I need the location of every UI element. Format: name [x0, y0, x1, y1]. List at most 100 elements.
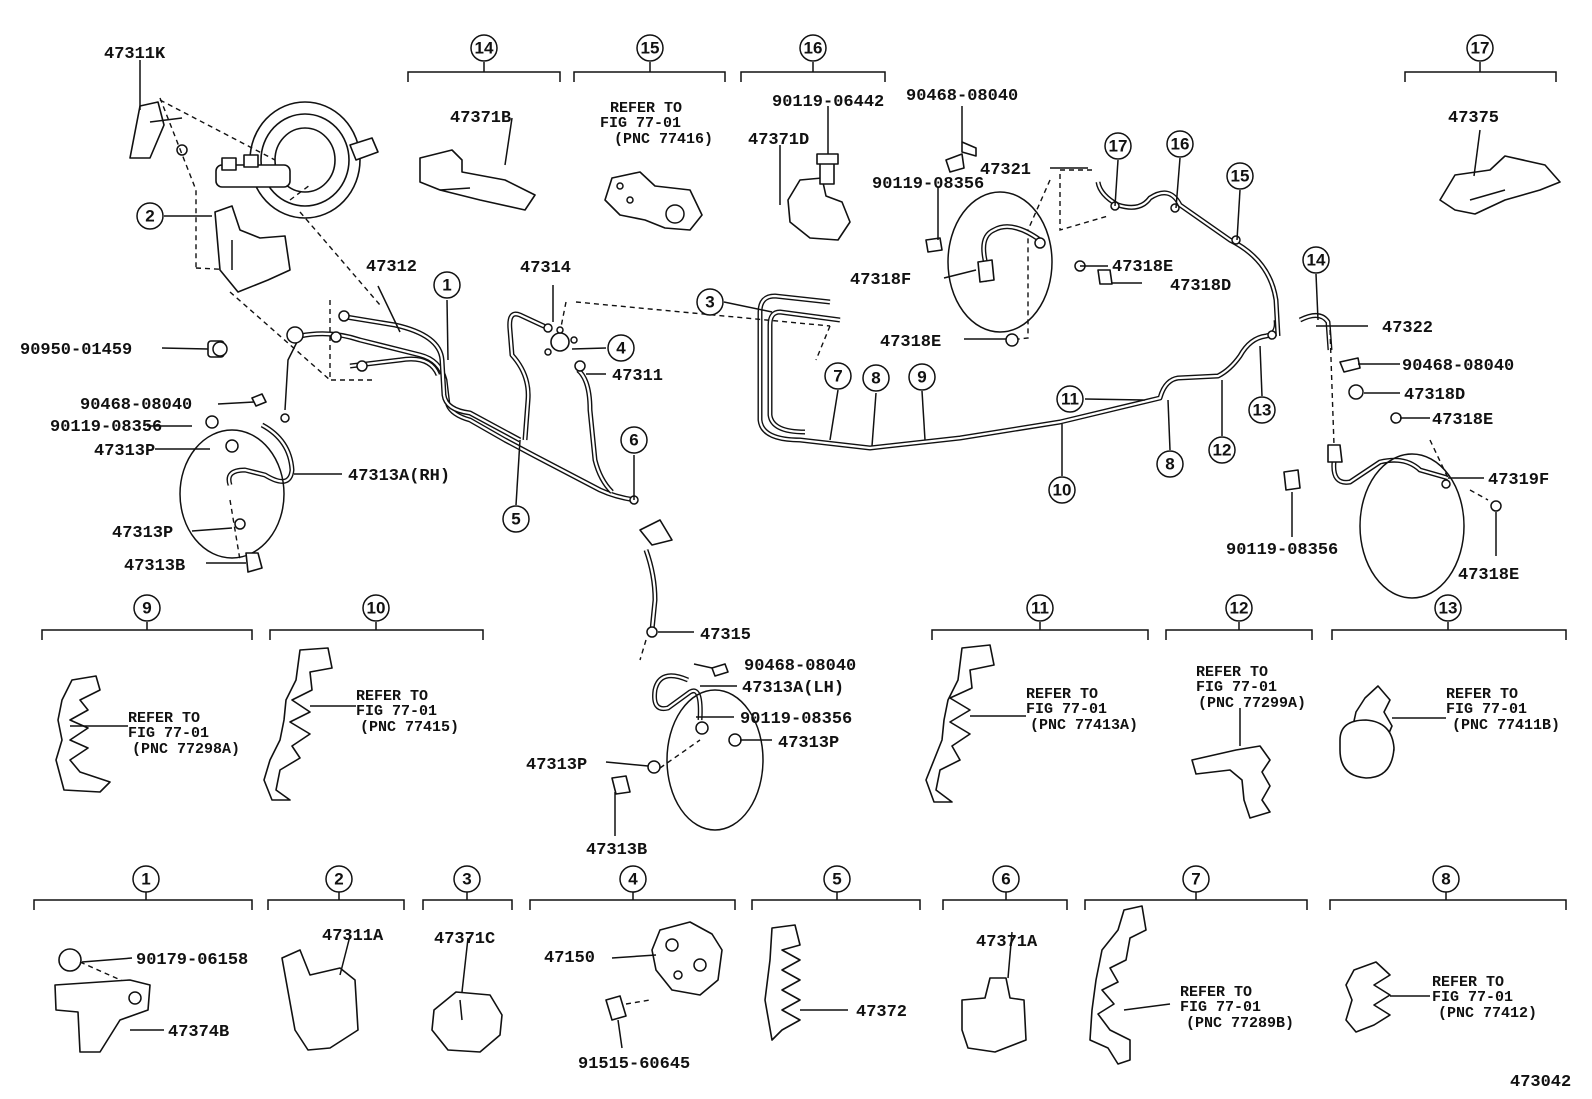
svg-text:14: 14 [475, 39, 494, 58]
label-47313A-LH: 47313A(LH) [742, 679, 844, 698]
svg-text:3: 3 [705, 293, 714, 312]
svg-text:REFER TO: REFER TO [1026, 686, 1098, 703]
svg-text:8: 8 [871, 369, 880, 388]
svg-text:14: 14 [1307, 251, 1326, 270]
refer-note-10: REFER TO FIG 77-01 (PNC 77415) [356, 688, 459, 736]
label-90179-06158: 90179-06158 [136, 951, 248, 970]
label-47374B: 47374B [168, 1023, 229, 1042]
callout-16-header: 16 [799, 34, 827, 62]
svg-text:FIG 77-01: FIG 77-01 [600, 115, 681, 132]
label-47311A: 47311A [322, 927, 384, 946]
rear-hose-right [1283, 329, 1502, 599]
svg-text:(PNC 77299A): (PNC 77299A) [1198, 695, 1306, 712]
callout-6-diagram: 6 [620, 426, 648, 500]
label-47312: 47312 [366, 258, 417, 277]
callout-14-header: 14 [470, 34, 498, 62]
svg-text:16: 16 [804, 39, 823, 58]
label-47318E-b: 47318E [880, 333, 941, 352]
svg-text:(PNC 77413A): (PNC 77413A) [1030, 717, 1138, 734]
label-47318E-d: 47318E [1458, 566, 1519, 585]
callout-3-diagram: 3 [696, 288, 773, 316]
label-90119-08356-d: 90119-08356 [1226, 541, 1338, 560]
svg-text:11: 11 [1031, 599, 1049, 618]
section-brackets [33, 62, 1567, 910]
svg-text:(PNC 77416): (PNC 77416) [614, 131, 713, 148]
refer-note-9: REFER TO FIG 77-01 (PNC 77298A) [128, 710, 240, 758]
callout-17-diagram: 17 [1104, 132, 1132, 207]
label-47371D: 47371D [748, 131, 809, 150]
leader-lines [70, 60, 1497, 1049]
svg-text:FIG 77-01: FIG 77-01 [1196, 679, 1277, 696]
label-47318D-b: 47318D [1404, 386, 1465, 405]
callout-2-diagram: 2 [136, 202, 212, 230]
label-90468-08040-a: 90468-08040 [80, 396, 192, 415]
label-47318D-a: 47318D [1170, 277, 1231, 296]
svg-text:(PNC 77412): (PNC 77412) [1438, 1005, 1537, 1022]
label-47311K: 47311K [104, 45, 166, 64]
brake-booster-assembly [129, 97, 381, 381]
svg-text:13: 13 [1253, 401, 1272, 420]
callout-circles: 14 15 16 17 9 10 11 12 13 1 2 3 4 5 6 7 … [132, 34, 1494, 893]
svg-text:17: 17 [1471, 39, 1490, 58]
callout-9-diagram: 9 [908, 363, 936, 441]
svg-text:12: 12 [1230, 599, 1249, 618]
svg-text:6: 6 [1001, 870, 1010, 889]
label-90468-08040-b: 90468-08040 [744, 657, 856, 676]
middle-clamp-parts [55, 644, 1395, 819]
callout-8-header: 8 [1432, 865, 1460, 893]
part-labels: 47311K 90950-01459 90468-08040 90119-083… [20, 45, 1571, 1092]
callout-5-header: 5 [823, 865, 851, 893]
svg-text:15: 15 [1231, 167, 1250, 186]
callout-7-diagram: 7 [824, 362, 852, 441]
svg-text:7: 7 [833, 367, 842, 386]
svg-text:FIG 77-01: FIG 77-01 [1432, 989, 1513, 1006]
label-90119-06442: 90119-06442 [772, 93, 884, 112]
svg-text:REFER TO: REFER TO [1446, 686, 1518, 703]
label-47313P-c: 47313P [778, 734, 839, 753]
svg-text:7: 7 [1191, 870, 1200, 889]
svg-text:REFER TO: REFER TO [356, 688, 428, 705]
label-47318E-c: 47318E [1432, 411, 1493, 430]
svg-text:(PNC 77415): (PNC 77415) [360, 719, 459, 736]
label-47371C: 47371C [434, 930, 495, 949]
callout-13-header: 13 [1434, 594, 1462, 622]
svg-text:3: 3 [462, 870, 471, 889]
callout-7-header: 7 [1182, 865, 1210, 893]
refer-note-8: REFER TO FIG 77-01 (PNC 77412) [1432, 974, 1537, 1022]
svg-text:1: 1 [442, 276, 451, 295]
front-hose-lh [611, 519, 764, 831]
callout-15-header: 15 [636, 34, 664, 62]
pipe-joints [629, 201, 1277, 505]
callout-10-diagram: 10 [1048, 424, 1076, 504]
proportioning-valve [543, 301, 831, 372]
callout-14-diagram: 14 [1302, 246, 1330, 321]
label-47372: 47372 [856, 1003, 907, 1022]
label-90950-01459: 90950-01459 [20, 341, 132, 360]
svg-text:2: 2 [145, 207, 154, 226]
svg-text:REFER TO: REFER TO [610, 100, 682, 117]
svg-text:2: 2 [334, 870, 343, 889]
callout-17-header: 17 [1466, 34, 1494, 62]
svg-text:FIG 77-01: FIG 77-01 [1446, 701, 1527, 718]
callout-3-header: 3 [453, 865, 481, 893]
label-47313P-a: 47313P [94, 442, 155, 461]
label-90119-08356-c: 90119-08356 [872, 175, 984, 194]
label-47314: 47314 [520, 259, 571, 278]
svg-text:8: 8 [1441, 870, 1450, 889]
svg-text:REFER TO: REFER TO [1432, 974, 1504, 991]
svg-text:13: 13 [1439, 599, 1458, 618]
label-47321: 47321 [980, 161, 1031, 180]
refer-note-11: REFER TO FIG 77-01 (PNC 77413A) [1026, 686, 1138, 734]
diagram-id: 473042 [1510, 1073, 1571, 1092]
callout-10-header: 10 [362, 594, 390, 622]
label-47318F: 47318F [850, 271, 911, 290]
svg-text:REFER TO: REFER TO [128, 710, 200, 727]
svg-text:6: 6 [629, 431, 638, 450]
brake-pipes [299, 181, 1449, 631]
label-90468-08040-d: 90468-08040 [1402, 357, 1514, 376]
svg-text:15: 15 [641, 39, 660, 58]
svg-text:8: 8 [1165, 455, 1174, 474]
label-47319F: 47319F [1488, 471, 1549, 490]
label-47313P-b: 47313P [112, 524, 173, 543]
